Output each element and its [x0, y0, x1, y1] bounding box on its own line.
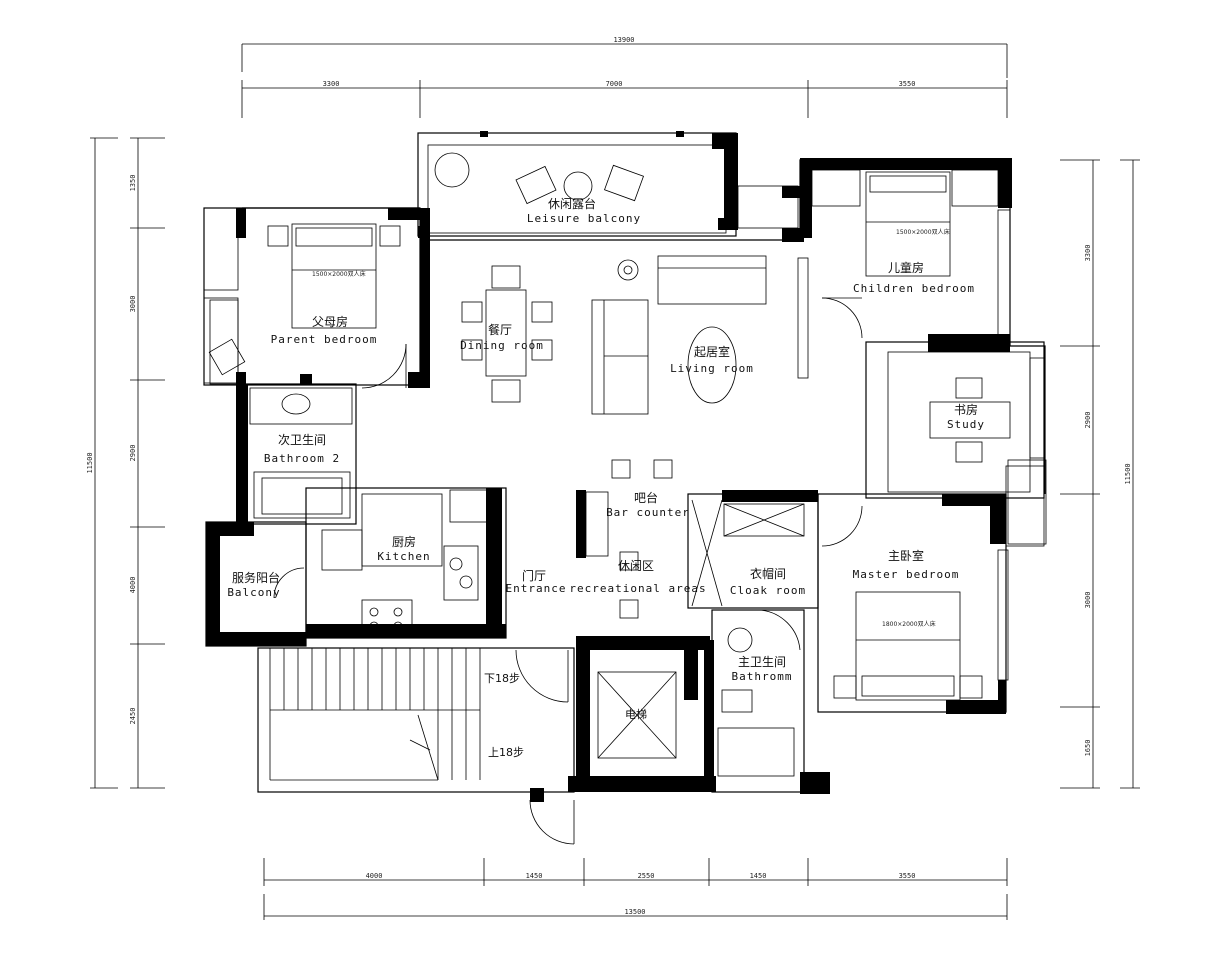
dim-top-seg: 3550	[899, 80, 916, 88]
dim-left-seg: 3000	[129, 296, 137, 313]
stairs-up-label: 上18步	[488, 746, 524, 759]
bed-note-master: 1800×2000双人床	[882, 620, 936, 628]
room-name-children: 儿童房	[888, 260, 924, 275]
dim-left-seg: 2450	[129, 708, 137, 725]
left-dimension-lines	[90, 137, 165, 789]
dim-top-seg: 3300	[323, 80, 340, 88]
dim-right-total: 11500	[1124, 463, 1132, 484]
walls	[203, 131, 1047, 802]
room-label-parent-bedroom: Parent bedroom	[271, 333, 378, 346]
room-name-kitchen: 厨房	[392, 534, 416, 549]
room-label-cloak: Cloak room	[730, 584, 806, 597]
furniture	[208, 152, 1011, 713]
room-label-study: Study	[947, 418, 985, 431]
room-label-entrance: Entrance	[506, 582, 567, 595]
stairs-down-label: 下18步	[484, 672, 520, 685]
bottom-dimension-lines	[263, 858, 1008, 920]
room-name-parent-bedroom: 父母房	[312, 314, 348, 329]
room-label-bathroom: Bathromm	[732, 670, 793, 683]
dim-right-seg: 1650	[1084, 740, 1092, 757]
dim-left-seg: 4000	[129, 577, 137, 594]
room-label-children: Children bedroom	[853, 282, 975, 295]
room-name-service-balcony: 服务阳台	[232, 570, 280, 585]
room-label-living: Living room	[670, 362, 754, 375]
room-name-study: 书房	[954, 402, 978, 417]
room-label-recreational: recreational areas	[569, 582, 706, 595]
room-label-master-bedroom: Master bedroom	[853, 568, 960, 581]
dim-right-seg: 3000	[1084, 592, 1092, 609]
room-name-leisure-balcony: 休闲露台	[548, 196, 596, 211]
dim-top-seg: 7000	[606, 80, 623, 88]
room-name-master-bedroom: 主卧室	[888, 548, 924, 563]
dim-bottom-seg: 1450	[526, 872, 543, 880]
room-name-bar-counter: 吧台	[634, 490, 658, 505]
room-name-recreational: 休闲区	[618, 559, 654, 573]
room-name-bathroom: 主卫生间	[738, 655, 786, 669]
room-name-elevator: 电梯	[625, 708, 647, 721]
room-label-leisure-balcony: Leisure balcony	[527, 212, 641, 225]
room-label-service-balcony: Balcony	[227, 586, 280, 599]
room-label-kitchen: Kitchen	[377, 550, 430, 563]
room-name-entrance: 门厅	[522, 568, 546, 583]
bed-note-parent: 1500×2000双人床	[312, 270, 366, 278]
room-name-living: 起居室	[694, 344, 730, 359]
room-label-bar-counter: Bar counter	[606, 506, 690, 519]
dim-left-seg: 1350	[129, 175, 137, 192]
room-name-dining: 餐厅	[488, 322, 512, 337]
dim-bottom-seg: 4000	[366, 872, 383, 880]
dim-right-seg: 3300	[1084, 245, 1092, 262]
dim-bottom-seg: 3550	[899, 872, 916, 880]
room-label-bathroom2: Bathroom 2	[264, 452, 340, 465]
dim-bottom-seg: 2550	[638, 872, 655, 880]
room-name-cloak: 衣帽间	[750, 566, 786, 581]
doors	[273, 297, 863, 845]
dim-bottom-total: 13500	[624, 908, 645, 916]
room-name-bathroom2: 次卫生间	[278, 433, 326, 447]
room-label-dining: Dining room	[460, 339, 544, 352]
dim-top-total: 13900	[613, 36, 634, 44]
dim-left-total: 11500	[86, 452, 94, 473]
right-dimension-lines	[1060, 159, 1140, 789]
dim-right-seg: 2900	[1084, 412, 1092, 429]
bed-note-children: 1500×2000双人床	[896, 228, 950, 236]
top-dimension-lines	[241, 43, 1008, 118]
dim-left-seg: 2900	[129, 445, 137, 462]
dim-bottom-seg: 1450	[750, 872, 767, 880]
